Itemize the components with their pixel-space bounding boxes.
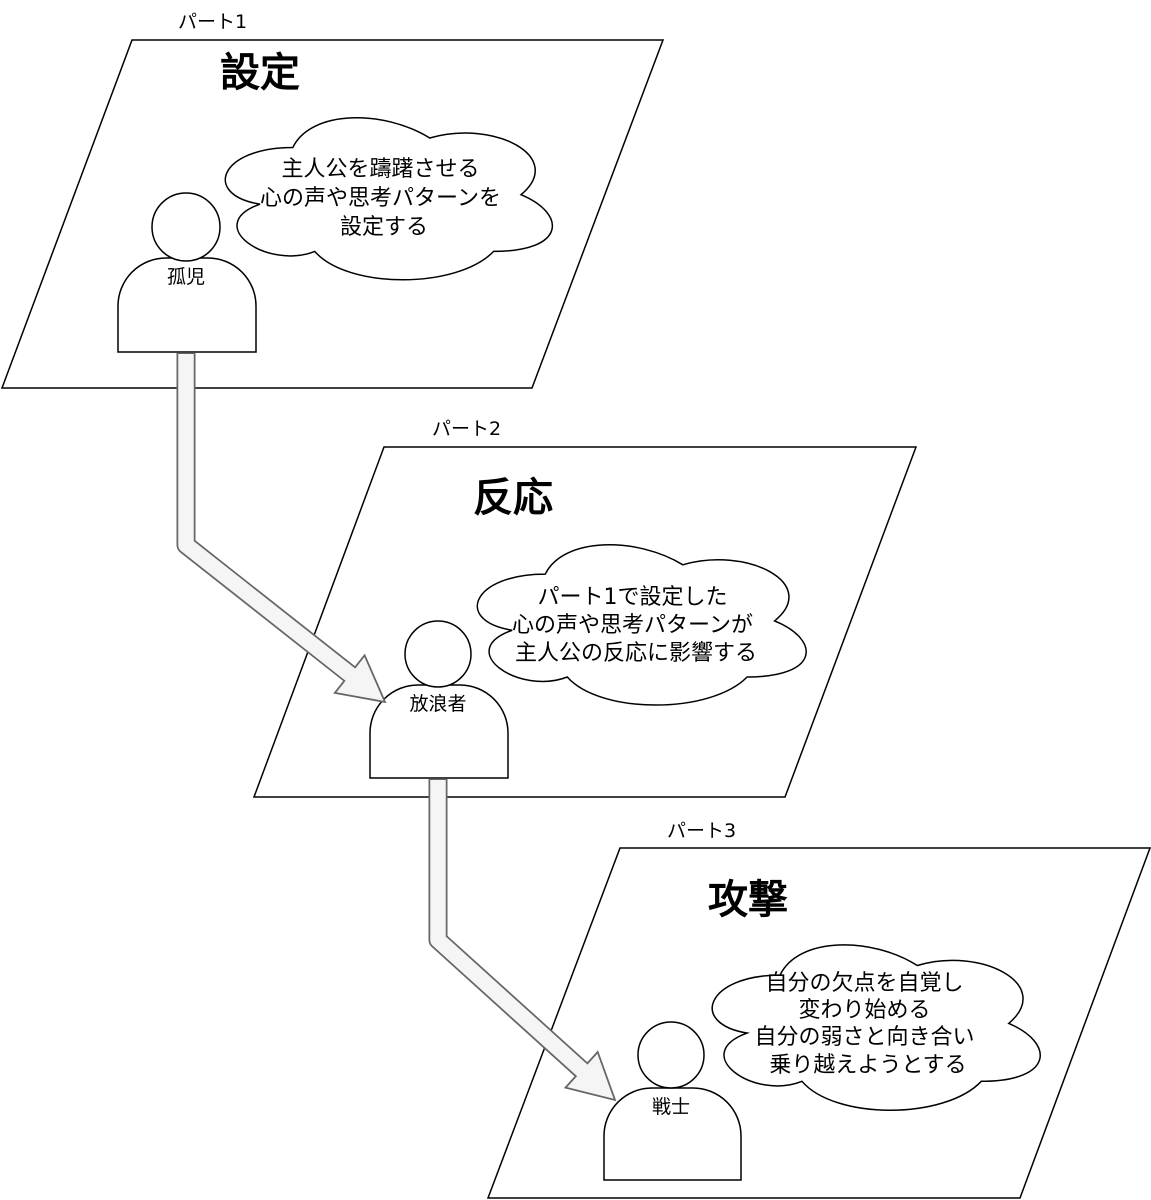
part-1-label: パート1: [178, 11, 247, 33]
arrow-part2-to-part3: [428, 779, 617, 1102]
person-label: 戦士: [652, 1096, 690, 1118]
cloud-line: 心の声や思考パターンが: [512, 613, 753, 638]
part-3-cloud-text: 自分の欠点を自覚し 変わり始める 自分の弱さと向き合い 乗り越えようとする: [754, 971, 981, 1078]
part-3-thought-cloud: [712, 945, 1040, 1110]
person-head: [151, 192, 221, 262]
person-head: [404, 620, 472, 688]
part-3-title: 攻撃: [708, 877, 788, 923]
cloud-line: 主人公の反応に影響する: [515, 641, 757, 666]
part-1-thought-cloud: [225, 118, 552, 280]
part-2-person: 放浪者: [369, 620, 509, 779]
person-label: 放浪者: [409, 693, 466, 715]
part-2-title: 反応: [473, 475, 553, 521]
part-2-label: パート2: [432, 418, 501, 440]
arrow-shaft-fill: [178, 354, 357, 683]
person-body: [117, 257, 257, 353]
arrow-part1-to-part2: [176, 353, 387, 704]
cloud-line: パート1で設定した: [538, 585, 728, 610]
cloud-line: 変わり始める: [798, 998, 930, 1023]
part-2-panel: パート2 反応 パート1で設定した 心の声や思考パターンが 主人公の反応に影響す…: [254, 418, 916, 797]
cloud-line: 自分の欠点を自覚し: [765, 971, 963, 996]
person-body: [369, 684, 509, 779]
part-3-person: 戦士: [603, 1021, 742, 1181]
part-1-panel: パート1 設定 主人公を躊躇させる 心の声や思考パターンを 設定する 孤児: [2, 11, 663, 388]
part-1-cloud-text: 主人公を躊躇させる 心の声や思考パターンを 設定する: [260, 157, 508, 240]
person-body: [603, 1087, 742, 1181]
part-1-title: 設定: [220, 50, 300, 96]
cloud-line: 設定する: [340, 215, 428, 240]
part-1-person: 孤児: [117, 192, 257, 353]
arrow-shaft-fill: [430, 780, 589, 1078]
part-3-panel: パート3 攻撃 自分の欠点を自覚し 変わり始める 自分の弱さと向き合い 乗り越え…: [488, 820, 1151, 1198]
cloud-line: 主人公を躊躇させる: [281, 157, 479, 182]
person-label: 孤児: [167, 266, 205, 288]
cloud-line: 心の声や思考パターンを: [260, 186, 501, 211]
part-3-label: パート3: [667, 820, 736, 842]
part-2-cloud-text: パート1で設定した 心の声や思考パターンが 主人公の反応に影響する: [512, 585, 760, 666]
cloud-line: 自分の弱さと向き合い: [754, 1025, 974, 1050]
part-2-thought-cloud: [477, 545, 806, 705]
person-head: [637, 1021, 705, 1089]
cloud-line: 乗り越えようとする: [769, 1053, 966, 1078]
